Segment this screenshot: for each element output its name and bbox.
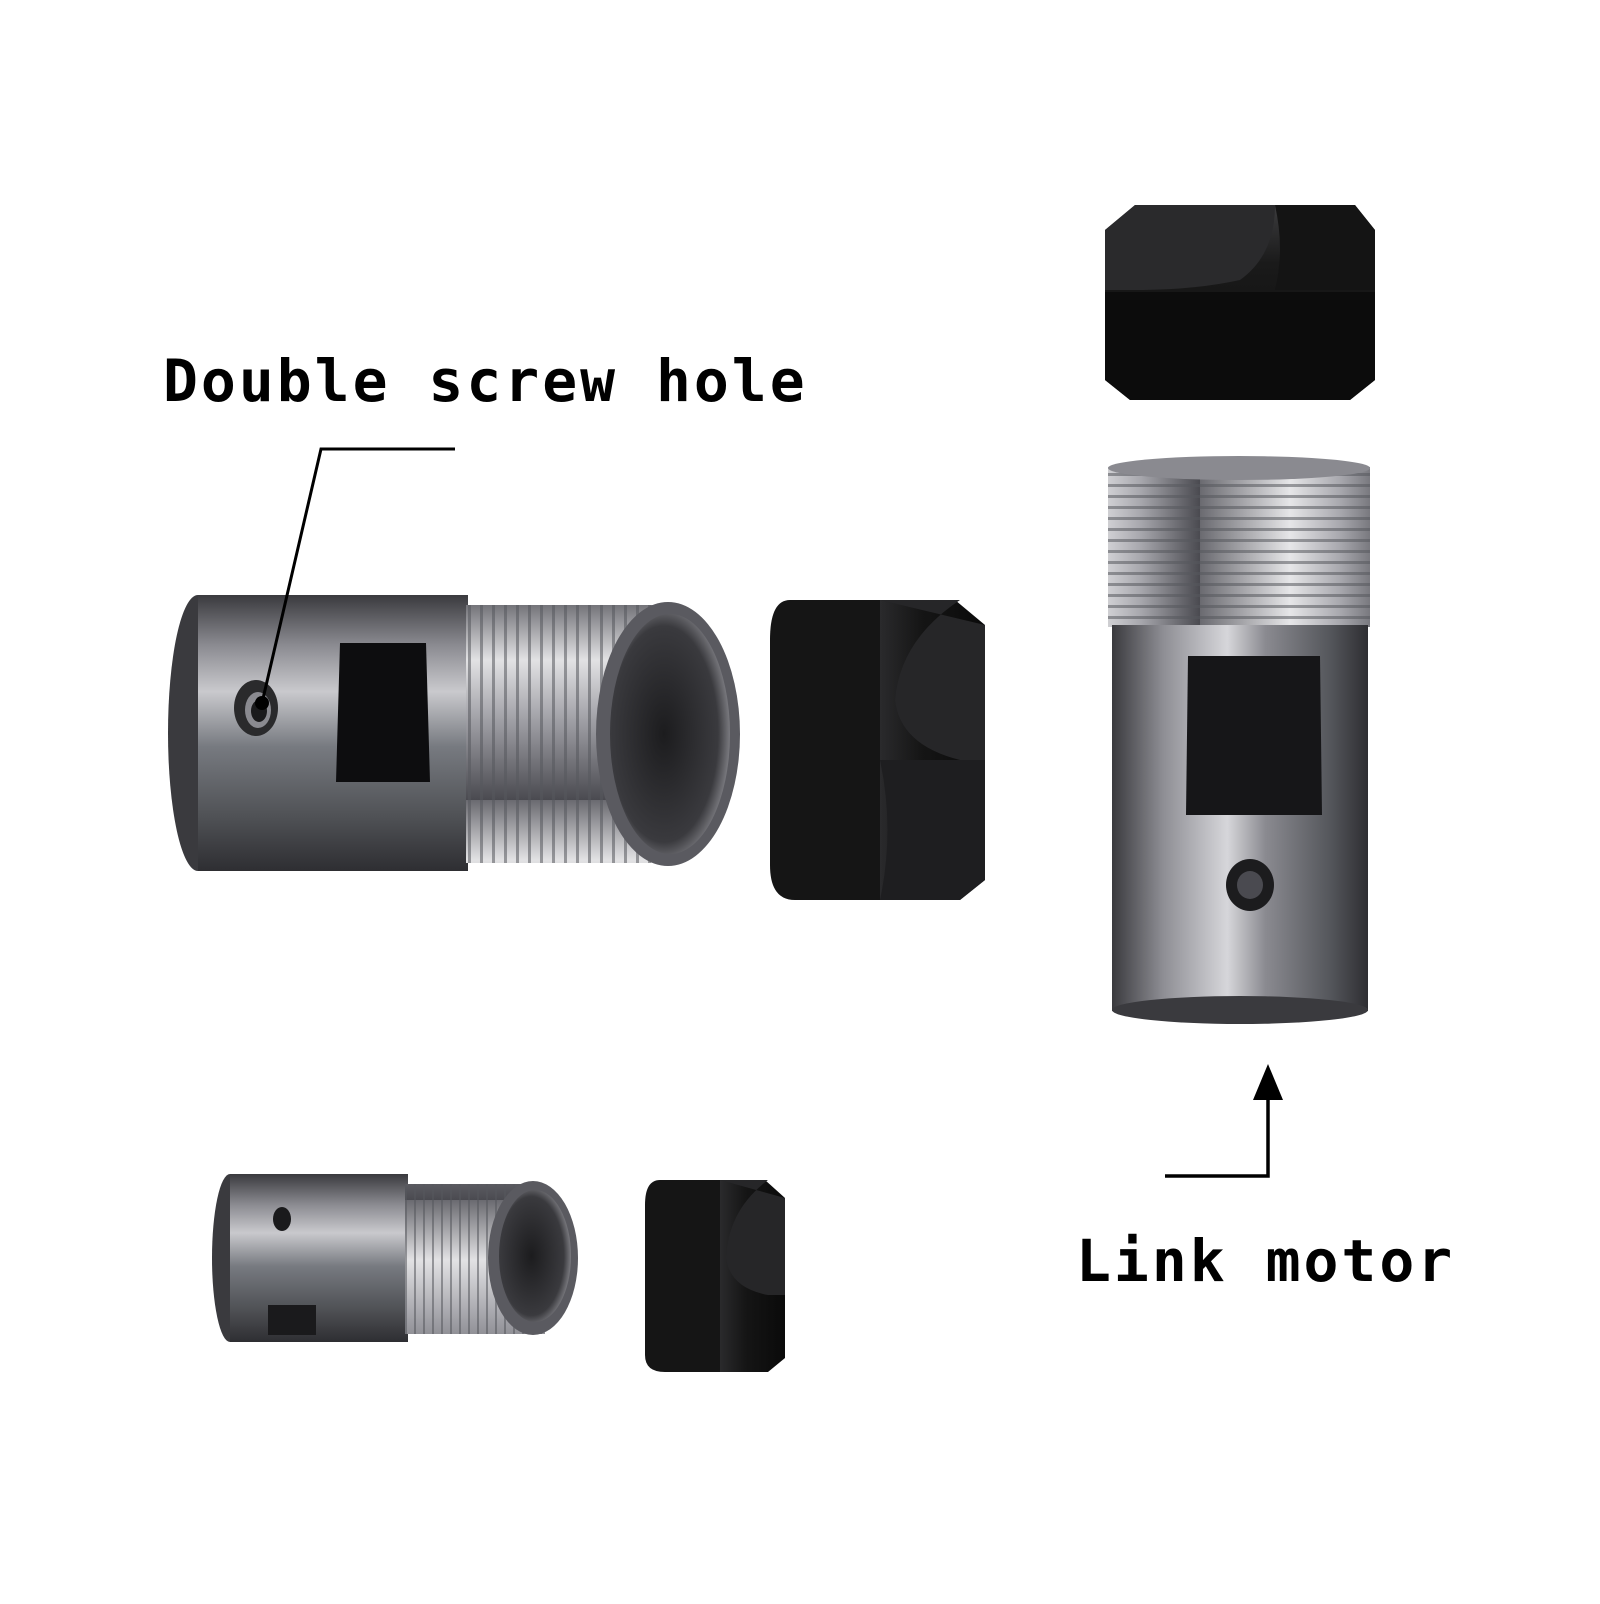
link-motor-label: Link motor <box>1076 1227 1456 1295</box>
upright-hex-nut <box>1105 205 1375 400</box>
small-hex-nut <box>645 1180 785 1372</box>
large-sleeve <box>168 595 740 871</box>
link-motor-arrow <box>1165 1064 1283 1178</box>
large-hex-nut <box>770 600 985 900</box>
screw-hole-leader <box>255 447 455 710</box>
small-sleeve <box>212 1174 578 1342</box>
screw-hole-label: Double screw hole <box>163 347 808 415</box>
upright-shaft <box>1108 456 1370 1024</box>
